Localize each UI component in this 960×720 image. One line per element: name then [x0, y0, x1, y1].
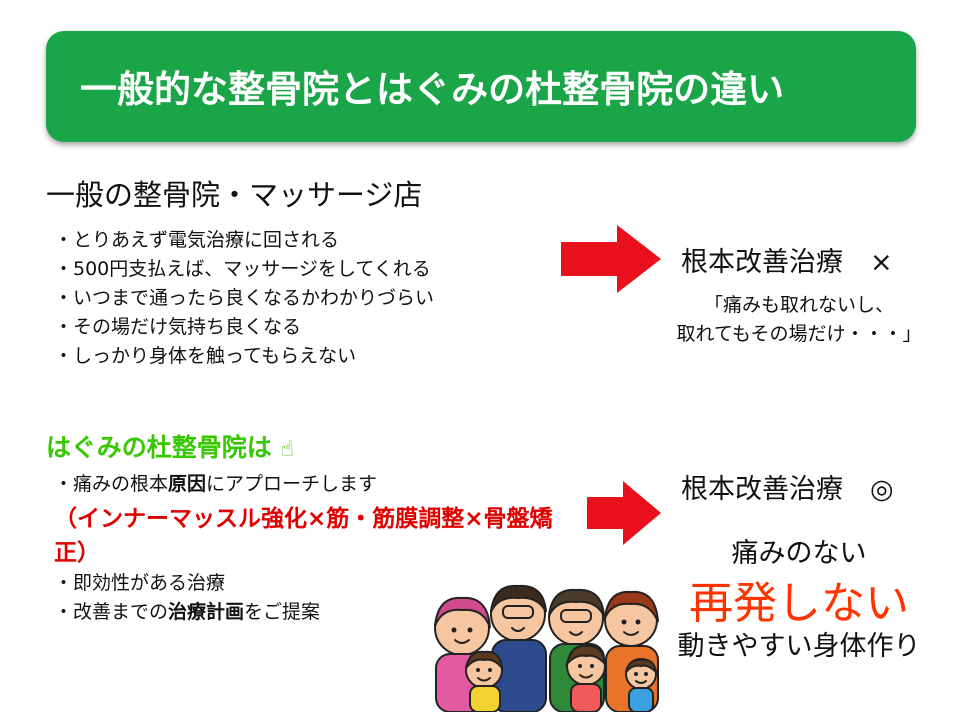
quote-line: 取れてもその場だけ・・・」 [676, 323, 922, 345]
hagumi-result: 根本改善治療 ◎ [681, 474, 894, 505]
list-item: ・いつまで通ったら良くなるかわかりづらい [54, 287, 435, 309]
item-text: をご提案 [244, 601, 321, 623]
list-item: ・その場だけ気持ち良くなる [54, 316, 302, 338]
benefit-easy-movement: 動きやすい身体作り [677, 631, 921, 662]
title-banner: 一般的な整骨院とはぐみの杜整骨院の違い [46, 31, 916, 142]
right-arrow-icon [561, 225, 661, 293]
list-item: ・500円支払えば、マッサージをしてくれる [54, 258, 431, 280]
list-item: ・即効性がある治療 [54, 572, 226, 594]
general-quote: 「痛みも取れないし、 取れてもその場だけ・・・」 [649, 291, 949, 349]
list-item: ・改善までの治療計画をご提案 [54, 598, 320, 627]
treatment-methods-note: （インナーマッスル強化×筋・筋膜調整×骨盤矯正） [54, 506, 553, 566]
right-arrow-icon [587, 481, 661, 545]
item-bold-text: 原因 [168, 473, 207, 495]
item-text: にアプローチします [206, 473, 378, 495]
general-clinic-heading: 一般の整骨院・マッサージ店 [46, 178, 423, 212]
hagumi-list-bottom: ・即効性がある治療 ・改善までの治療計画をご提案 [54, 569, 320, 627]
general-result: 根本改善治療 × [681, 247, 893, 278]
item-text: ・改善までの [54, 601, 169, 623]
item-bold-text: 治療計画 [168, 601, 245, 623]
hagumi-heading-text: はぐみの杜整骨院は [46, 433, 272, 462]
benefit-no-recurrence: 再発しない [689, 578, 909, 629]
family-illustration [434, 584, 659, 712]
list-item: ・痛みの根本原因にアプローチします [54, 470, 574, 499]
hagumi-list-top: ・痛みの根本原因にアプローチします [54, 470, 574, 499]
item-text: ・痛みの根本 [54, 473, 169, 495]
benefit-no-pain: 痛みのない [731, 538, 867, 569]
list-item: ・しっかり身体を触ってもらえない [54, 345, 357, 367]
quote-line: 「痛みも取れないし、 [703, 294, 894, 316]
pointing-hand-icon: ☝ [280, 437, 294, 462]
page-title: 一般的な整骨院とはぐみの杜整骨院の違い [80, 68, 785, 111]
list-item: ・とりあえず電気治療に回される [54, 229, 340, 251]
hagumi-clinic-heading: はぐみの杜整骨院は ☝ [46, 428, 294, 464]
general-clinic-list: ・とりあえず電気治療に回される ・500円支払えば、マッサージをしてくれる ・い… [54, 226, 434, 371]
